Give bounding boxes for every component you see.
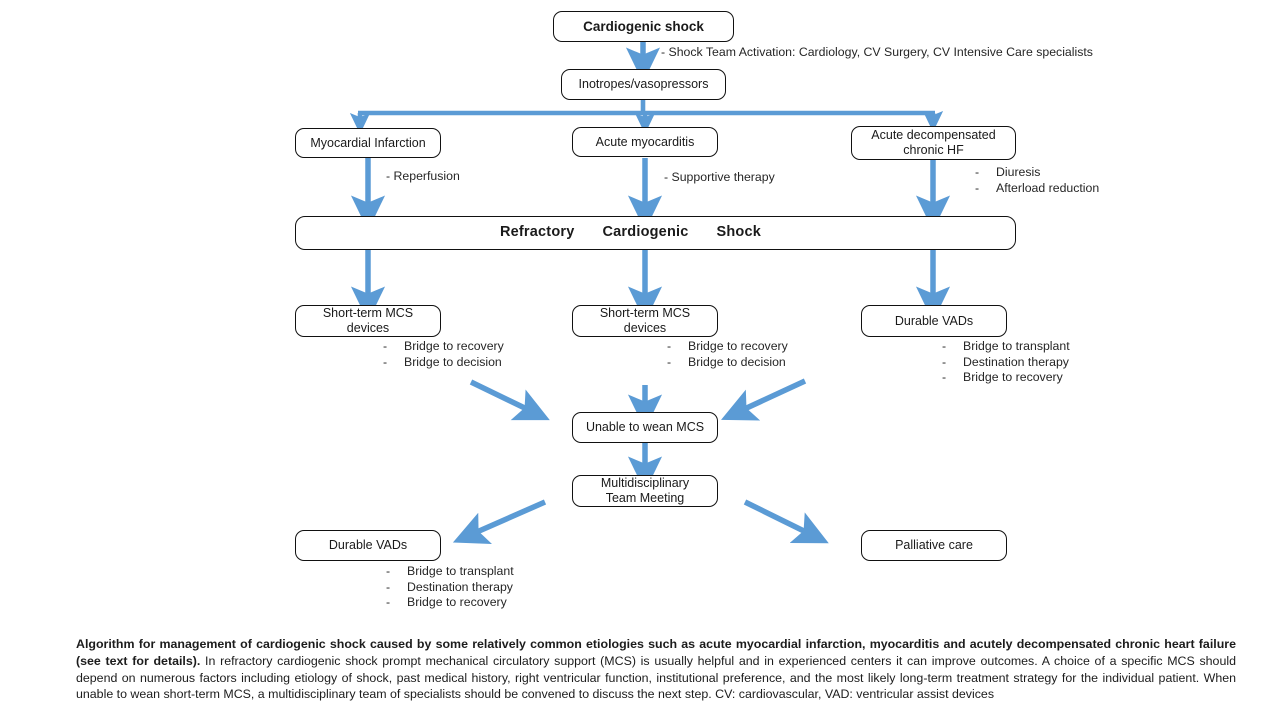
node-palliative-care-label: Palliative care — [895, 538, 973, 553]
figure-caption-rest: In refractory cardiogenic shock prompt m… — [76, 653, 1236, 702]
annotation-shock-team-text: - Shock Team Activation: Cardiology, CV … — [661, 45, 1093, 59]
annotation-mcs-left-bullets: -Bridge to recovery -Bridge to decision — [383, 339, 504, 370]
node-durable-vads-bottom-label: Durable VADs — [328, 538, 408, 553]
list-item: -Afterload reduction — [975, 180, 1100, 195]
annotation-supportive-therapy: - Supportive therapy — [664, 170, 775, 186]
annotation-reperfusion: - Reperfusion — [386, 169, 460, 185]
banner-word-refractory: Refractory — [499, 224, 575, 241]
annotation-mcs-mid-bullets: -Bridge to recovery -Bridge to decision — [667, 339, 788, 370]
node-team-meeting-line1: Multidisciplinary — [600, 476, 690, 491]
list-item: -Diuresis — [975, 165, 1041, 179]
node-myocardial-infarction-label: Myocardial Infarction — [310, 135, 426, 150]
node-multidisciplinary-team-meeting[interactable]: Multidisciplinary Team Meeting — [572, 475, 718, 507]
bullet-text: Destination therapy — [407, 579, 513, 594]
list-item: -Bridge to recovery — [667, 339, 788, 353]
figure-caption-bold: Algorithm for management of cardiogenic … — [76, 637, 1236, 668]
annotation-reperfusion-text: - Reperfusion — [386, 169, 460, 183]
node-unable-to-wean-label: Unable to wean MCS — [585, 420, 705, 435]
bullet-text: Bridge to transplant — [963, 339, 1070, 353]
arrow-meeting-to-palliative — [743, 499, 829, 544]
bullet-text: Bridge to recovery — [688, 339, 788, 353]
node-adchf-label-line1: Acute decompensated — [871, 128, 996, 143]
node-adchf-label-line2: chronic HF — [903, 143, 964, 157]
node-inotropes-vasopressors[interactable]: Inotropes/vasopressors — [561, 69, 726, 100]
arrow-vads-right-to-unable — [721, 378, 807, 421]
bullet-text: Diuresis — [996, 165, 1041, 179]
list-item: -Destination therapy — [942, 354, 1069, 369]
node-acute-myocarditis[interactable]: Acute myocarditis — [572, 127, 718, 157]
node-mcs-left-line2: devices — [346, 321, 390, 335]
bullet-text: Bridge to recovery — [404, 339, 504, 353]
node-palliative-care[interactable]: Palliative care — [861, 530, 1007, 561]
list-item: -Bridge to recovery — [386, 595, 507, 609]
list-item: -Bridge to transplant — [386, 564, 514, 578]
arrow-meeting-to-vads-bottom — [452, 499, 547, 544]
bullet-text: Bridge to recovery — [407, 595, 507, 609]
banner-text: Refractory Cardiogenic Shock — [277, 224, 984, 241]
node-team-meeting-line2: Team Meeting — [605, 491, 685, 505]
node-short-term-mcs-mid[interactable]: Short-term MCS devices — [572, 305, 718, 337]
banner-word-shock: Shock — [716, 224, 762, 241]
node-mcs-mid-line2: devices — [623, 321, 667, 335]
annotation-adchf-bullets: -Diuresis -Afterload reduction — [975, 165, 1099, 196]
annotation-durable-vads-bottom-bullets: -Bridge to transplant -Destination thera… — [386, 564, 514, 611]
node-cardiogenic-shock[interactable]: Cardiogenic shock — [553, 11, 734, 42]
node-durable-vads-bottom[interactable]: Durable VADs — [295, 530, 441, 561]
node-mcs-left-line1: Short-term MCS — [322, 306, 414, 321]
node-inotropes-label: Inotropes/vasopressors — [578, 77, 709, 92]
node-unable-to-wean-mcs[interactable]: Unable to wean MCS — [572, 412, 718, 443]
node-mcs-mid-line1: Short-term MCS — [599, 306, 691, 321]
arrow-mcs-left-to-unable — [469, 379, 550, 421]
node-myocardial-infarction[interactable]: Myocardial Infarction — [295, 128, 441, 158]
list-item: -Bridge to recovery — [383, 339, 504, 353]
list-item: -Bridge to recovery — [942, 370, 1063, 384]
list-item: -Bridge to transplant — [942, 339, 1070, 353]
bullet-text: Bridge to recovery — [963, 370, 1063, 384]
bullet-text: Afterload reduction — [996, 180, 1100, 195]
bullet-text: Destination therapy — [963, 354, 1069, 369]
list-item: -Destination therapy — [386, 579, 513, 594]
node-durable-vads-right[interactable]: Durable VADs — [861, 305, 1007, 337]
figure-caption: Algorithm for management of cardiogenic … — [76, 636, 1236, 703]
node-cardiogenic-shock-label: Cardiogenic shock — [583, 18, 704, 34]
node-acute-decompensated-chronic-hf[interactable]: Acute decompensated chronic HF — [851, 126, 1016, 160]
annotation-durable-vads-right-bullets: -Bridge to transplant -Destination thera… — [942, 339, 1070, 386]
annotation-supportive-therapy-text: - Supportive therapy — [664, 170, 775, 184]
node-short-term-mcs-left[interactable]: Short-term MCS devices — [295, 305, 441, 337]
annotation-shock-team-activation: - Shock Team Activation: Cardiology, CV … — [661, 45, 1093, 61]
list-item: -Bridge to decision — [667, 354, 786, 369]
bullet-text: Bridge to decision — [688, 354, 786, 369]
node-acute-myocarditis-label: Acute myocarditis — [595, 134, 695, 149]
banner-word-cardiogenic: Cardiogenic — [602, 224, 689, 241]
list-item: -Bridge to decision — [383, 354, 502, 369]
bullet-text: Bridge to decision — [404, 354, 502, 369]
bullet-text: Bridge to transplant — [407, 564, 514, 578]
node-refractory-cardiogenic-shock-banner[interactable]: Refractory Cardiogenic Shock — [295, 216, 1016, 250]
node-durable-vads-right-label: Durable VADs — [894, 313, 974, 328]
